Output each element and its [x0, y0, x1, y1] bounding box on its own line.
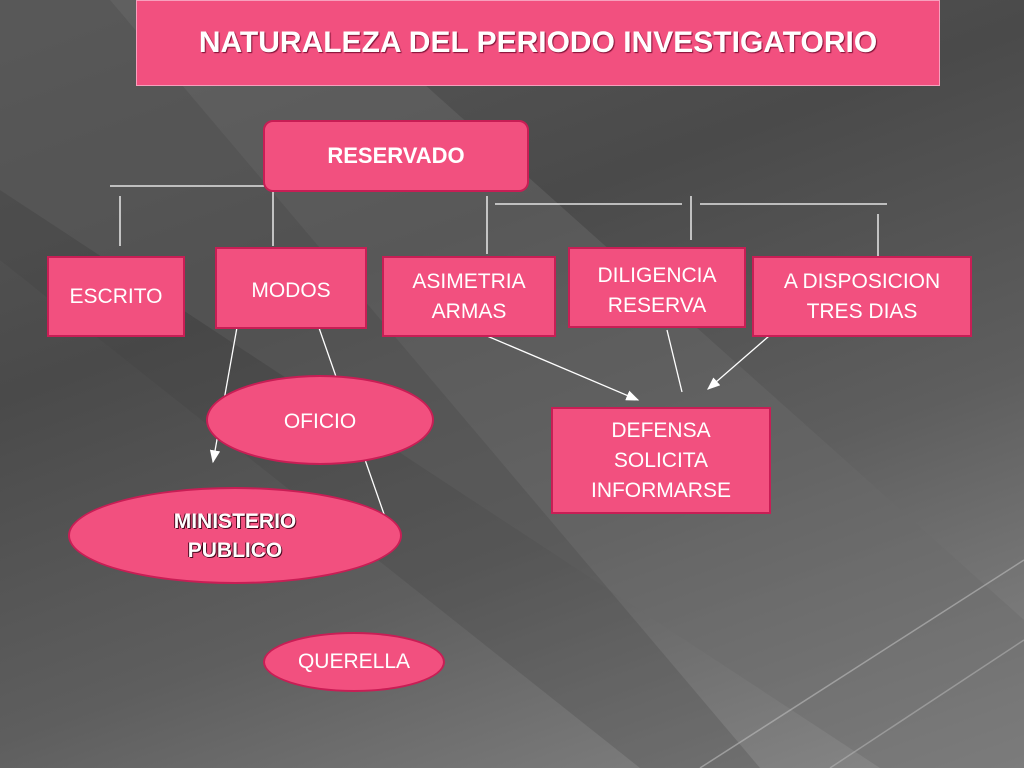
node-escrito: ESCRITO	[47, 256, 185, 337]
node-reservado: RESERVADO	[263, 120, 529, 192]
node-querella: QUERELLA	[263, 632, 445, 692]
node-diligencia-reserva: DILIGENCIA RESERVA	[568, 247, 746, 328]
node-defensa-solicita-informarse: DEFENSA SOLICITA INFORMARSE	[551, 407, 771, 514]
node-modos: MODOS	[215, 247, 367, 329]
node-oficio: OFICIO	[206, 375, 434, 465]
page-title: NATURALEZA DEL PERIODO INVESTIGATORIO	[136, 0, 940, 86]
node-asimetria-armas: ASIMETRIA ARMAS	[382, 256, 556, 337]
node-a-disposicion-tres-dias: A DISPOSICION TRES DIAS	[752, 256, 972, 337]
node-ministerio-publico: MINISTERIO PUBLICO	[68, 487, 402, 584]
